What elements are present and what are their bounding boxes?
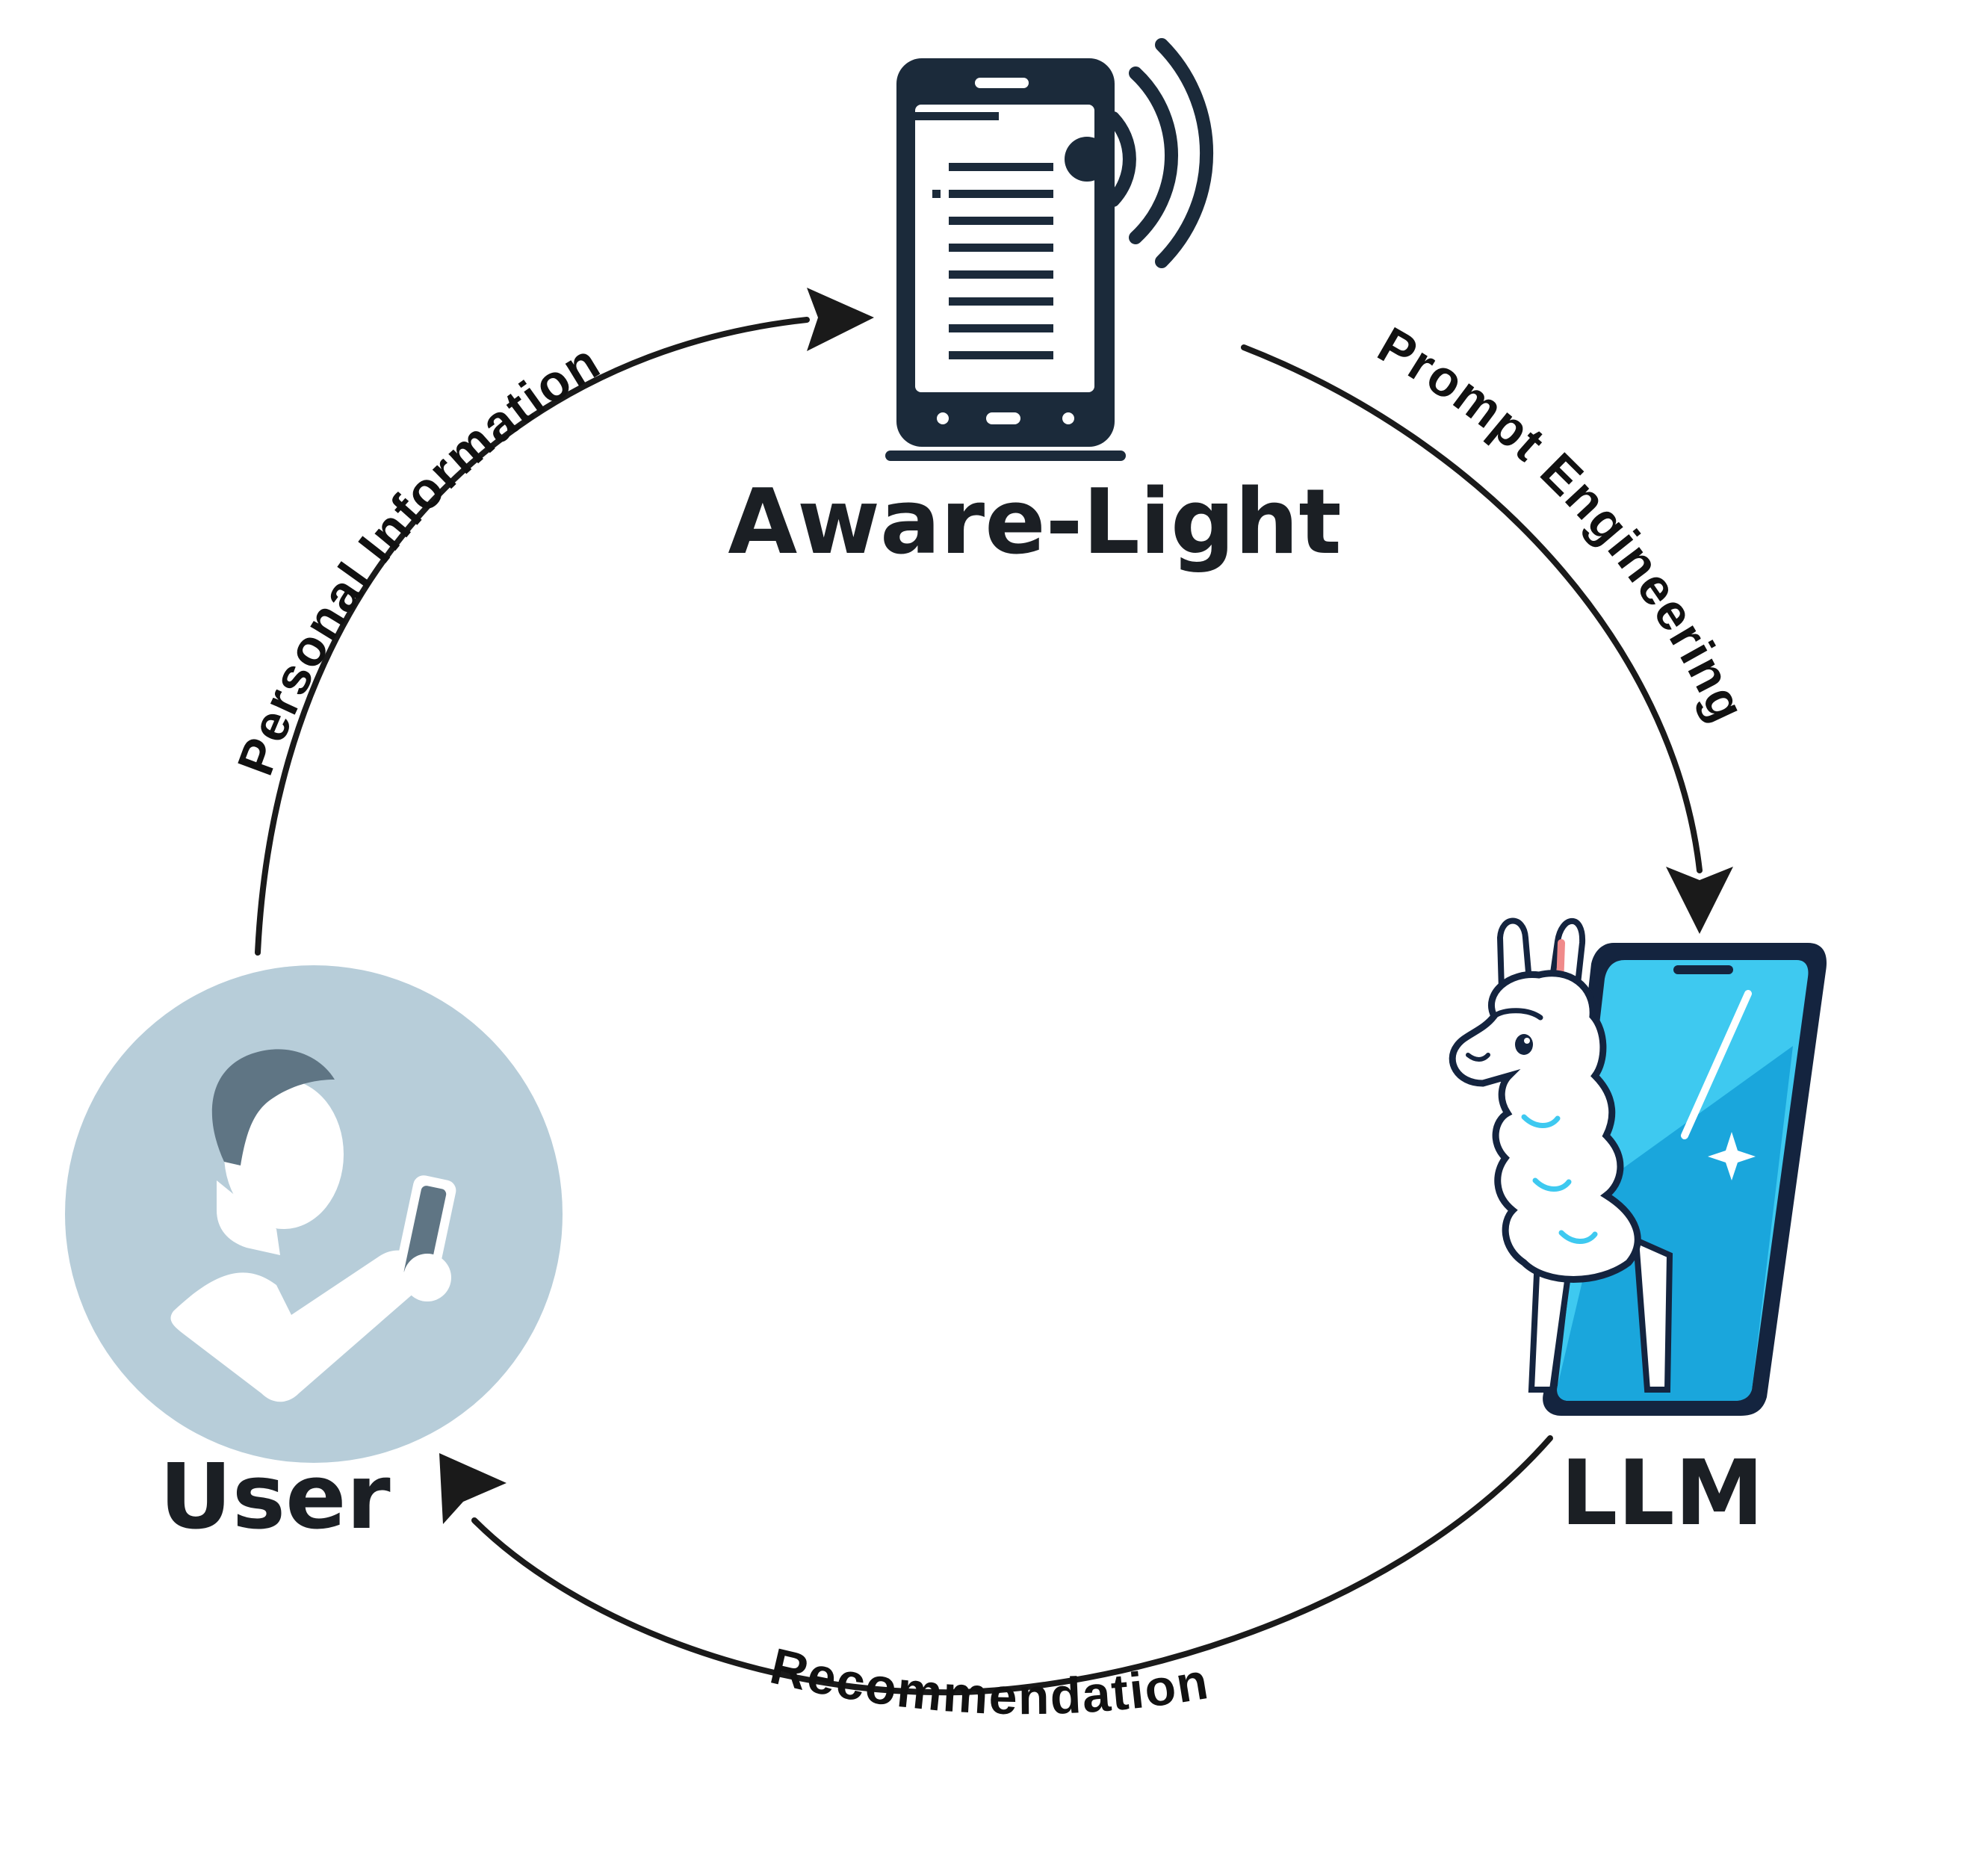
node-llm: LLM xyxy=(1449,917,1827,1546)
edge-recommendation xyxy=(439,1435,1553,1696)
label-prompt-engineering: Prompt Engineering xyxy=(1369,316,1756,731)
smartphone-signal-icon xyxy=(885,38,1213,461)
edge-prompt-engineering-line xyxy=(1241,344,1703,873)
llama-phone-icon xyxy=(1449,917,1827,1416)
edge-personal-information-line xyxy=(255,317,810,956)
node-aware-light: Aware-Light xyxy=(728,38,1342,575)
label-recommendation-text: Recommendation xyxy=(765,1638,1212,1725)
label-personal-information: Personal Information xyxy=(226,332,610,782)
arrowhead-to-aware-light xyxy=(807,288,874,351)
label-recommendation: Recommendation xyxy=(765,1638,1213,1725)
label-personal-information-text: Personal Information xyxy=(226,332,608,782)
edge-personal-information xyxy=(255,288,874,956)
user-with-phone-icon xyxy=(65,965,563,1463)
user-label: User xyxy=(159,1446,390,1550)
llm-label: LLM xyxy=(1561,1442,1764,1546)
edge-recommendation-line xyxy=(471,1435,1553,1696)
label-prompt-engineering-text: Prompt Engineering xyxy=(1369,316,1755,731)
node-user: User xyxy=(65,965,563,1550)
arrowhead-to-llm xyxy=(1666,867,1733,934)
aware-light-label: Aware-Light xyxy=(728,471,1341,575)
arrowhead-to-user xyxy=(439,1453,507,1524)
edge-prompt-engineering xyxy=(1241,344,1733,934)
